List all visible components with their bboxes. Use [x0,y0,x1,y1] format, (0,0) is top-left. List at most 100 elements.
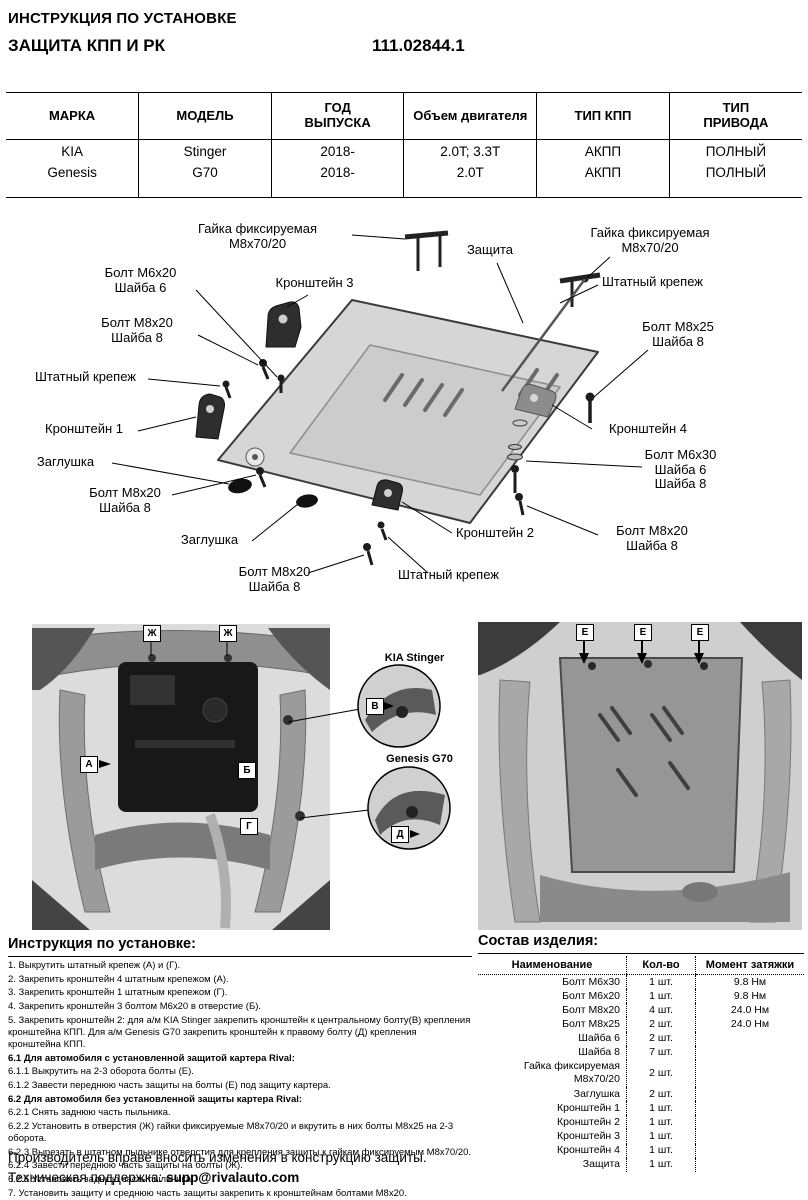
detail-circle-kia [287,664,441,748]
part-torque [695,1157,804,1172]
manufacturer-note: Производитель вправе вносить изменения в… [8,1150,427,1165]
part-torque [695,1143,804,1158]
marker-zh-2: Ж [219,625,237,642]
label-bolt-m8x20-top-left: Болт М8х20 Шайба 8 [101,315,173,345]
col-drive: ТИП ПРИВОДА [668,92,802,140]
instruction-step: 6.2.3 Вырезать в штатном пыльнике отверс… [8,1146,472,1158]
year-cell: 2018- [270,161,404,199]
marker-e-1: Е [576,624,594,641]
label-bracket-1: Кронштейн 1 [45,421,123,436]
callout-kia-stinger-label: KIA Stinger [384,652,445,664]
callout-genesis-g70-label: Genesis G70 [386,753,453,765]
part-qty: 4 шт. [626,1003,696,1018]
gearbox-cell: АКПП [536,139,670,162]
part-torque [695,1031,804,1046]
stock-fastener-left-icon [222,380,232,399]
installation-instructions: Инструкция по установке: 1. Выкрутить шт… [8,936,472,1200]
marker-b: Б [238,762,256,779]
label-bolt-m6x20: Болт М6х20 Шайба 6 [104,265,177,295]
instruction-step: 6.2 Для автомобиля без установленной защ… [8,1093,303,1105]
col-qty: Кол-во [626,956,696,975]
part-qty: 2 шт. [626,1059,696,1087]
parts-row: Кронштейн 1 1 шт. [478,1101,804,1116]
part-name: Болт М6х20 [562,989,620,1002]
part-name: Кронштейн 1 [557,1101,620,1114]
callout-lines [111,234,649,574]
part-qty: 1 шт. [626,989,696,1004]
bracket-2 [371,479,403,511]
label-plug-bottom: Заглушка [180,532,239,547]
parts-row: Шайба 8 7 шт. [478,1045,804,1060]
parts-list: Состав изделия: Наименование Кол-во Моме… [478,933,804,1172]
part-name: Болт М8х20 [562,1003,620,1016]
engine-cell: 2.0T [403,161,537,199]
parts-table: Наименование Кол-во Момент затяжки Болт … [478,956,804,1172]
part-name: Кронштейн 2 [557,1115,620,1128]
label-stock-fastener-bottom: Штатный крепеж [398,567,499,582]
part-name: Болт М6х30 [562,975,620,988]
label-stock-fastener-right: Штатный крепеж [602,274,703,289]
part-qty: 7 шт. [626,1045,696,1060]
instruction-step: 7. Установить защиту и среднюю часть защ… [8,1187,407,1199]
fitment-row: Genesis G70 2018- 2.0T АКПП ПОЛНЫЙ [6,161,802,199]
part-name: Болт М8х25 [562,1017,620,1030]
part-qty: 1 шт. [626,974,696,990]
shield-plate [217,299,599,524]
parts-header-row: Наименование Кол-во Момент затяжки [478,956,804,975]
parts-row: Болт М6х30 1 шт.9.8 Нм [478,974,804,990]
part-name: Шайба 8 [578,1046,620,1059]
part-qty: 2 шт. [626,1031,696,1046]
photo-right-underbody [478,622,802,930]
part-qty: 2 шт. [626,1087,696,1102]
label-plug-top: Заглушка [36,454,95,469]
instruction-step: 6.2.5 Установить заднюю часть пыльника. [8,1174,194,1185]
part-torque [695,1115,804,1130]
brand-cell: KIA [61,144,83,159]
instruction-step: 6.2.1 Снять заднюю часть пыльника. [8,1107,171,1119]
part-torque: 24.0 Нм [695,1017,804,1032]
part-qty: 2 шт. [626,1017,696,1032]
exploded-diagram-art [111,230,649,574]
part-name: Кронштейн 3 [557,1129,620,1142]
label-bolt-m8x20-bottom-left: Болт М8х20 Шайба 8 [89,485,161,515]
drive-cell: ПОЛНЫЙ [668,161,802,199]
bolt-m8x20-bottom-right-icon [515,493,525,516]
instruction-step: 6.2.2 Установить в отверстия (Ж) гайки ф… [8,1120,454,1145]
detail-circle-genesis [299,766,451,850]
label-bolt-m8x20-bottom-center: Болт М8х20 Шайба 8 [238,564,311,594]
col-model: МОДЕЛЬ [138,92,272,140]
bolt-m8x20-bottom-left-icon [256,467,267,488]
support-label: Техническая поддержка: [8,1170,163,1185]
part-name: Шайба 6 [578,1032,620,1044]
fitment-header-row: МАРКА МОДЕЛЬ ГОД ВЫПУСКА Объем двигателя… [6,92,802,140]
col-part-name: Наименование [478,956,627,975]
model-cell: G70 [138,161,272,199]
instruction-step: 4. Закрепить кронштейн 3 болтом М6х20 в … [8,1000,261,1012]
bracket-4 [512,384,557,427]
part-name: Заглушка [573,1087,620,1100]
parts-row: Заглушка 2 шт. [478,1087,804,1102]
fitment-table: МАРКА МОДЕЛЬ ГОД ВЫПУСКА Объем двигателя… [6,92,802,199]
bracket-3 [265,301,302,348]
instructions-title: Инструкция по установке: [8,936,472,957]
marker-e-2: Е [634,624,652,641]
instruction-step: 1. Выкрутить штатный крепеж (А) и (Г). [8,960,181,971]
part-qty: 1 шт. [626,1101,696,1116]
part-torque: 9.8 Нм [695,974,804,990]
exploded-diagram: Гайка фиксируемая М8х70/20 Защита Гайка … [0,195,808,620]
bolt-m6x30-washers-icon [507,444,523,493]
doc-type-heading: ИНСТРУКЦИЯ ПО УСТАНОВКЕ [8,10,237,27]
part-torque [695,1087,804,1102]
col-gearbox: ТИП КПП [536,92,670,140]
instruction-step: 2. Закрепить кронштейн 4 штатным крепежо… [8,973,229,985]
col-engine: Объем двигателя [403,92,537,140]
instruction-step: 6.1 Для автомобиля с установленной защит… [8,1052,295,1064]
bolt-m8x20-top-left-icon [259,359,270,380]
part-qty: 1 шт. [626,1143,696,1158]
part-torque [695,1059,804,1087]
